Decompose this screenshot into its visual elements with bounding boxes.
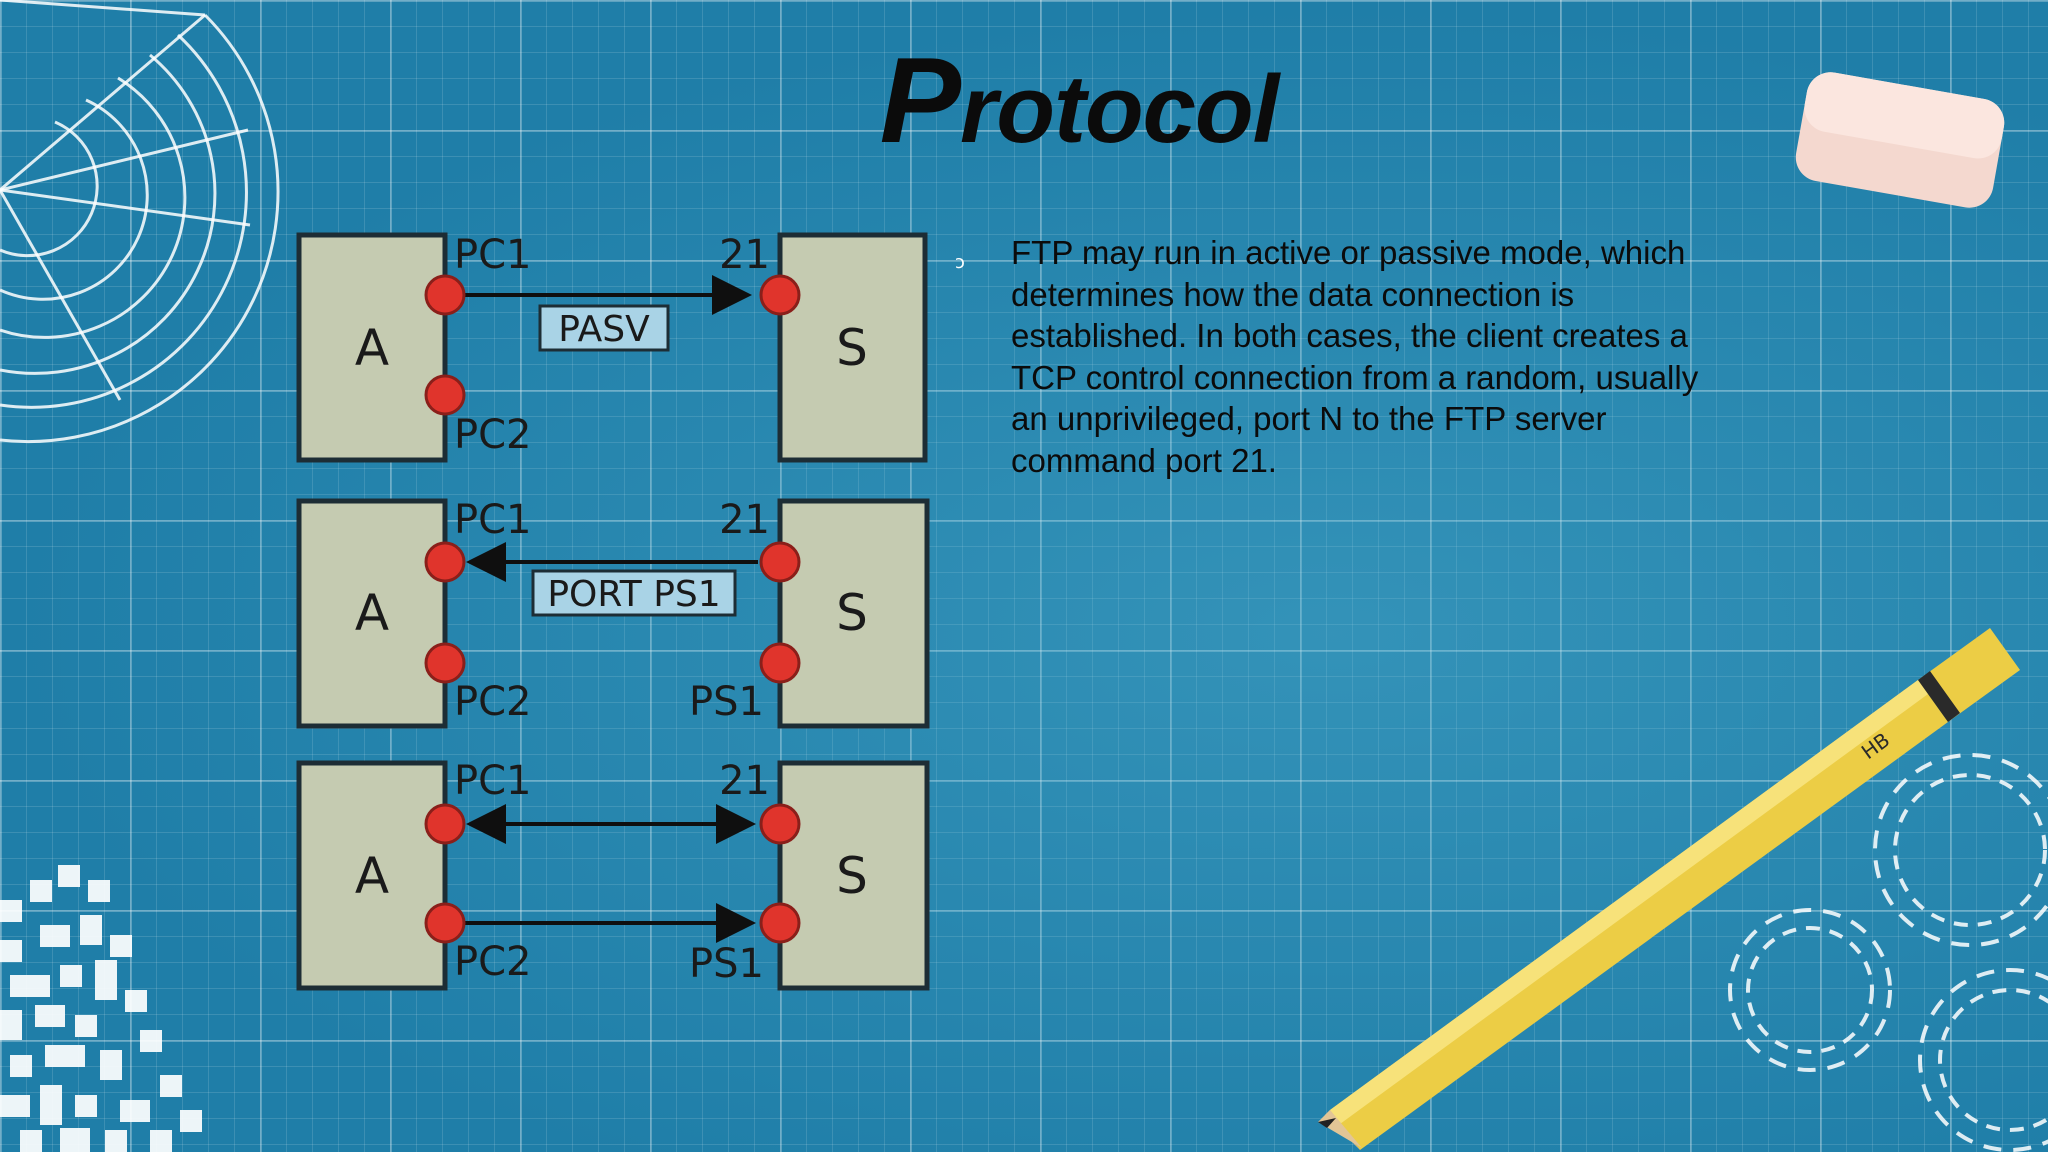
diagram-panel-passive: A S PC1 PC2 21 PASV — [296, 232, 928, 463]
port-21 — [759, 803, 801, 845]
server-box — [777, 232, 928, 463]
port-label-21: 21 — [719, 497, 770, 543]
server-box — [777, 498, 930, 729]
port-label-pc1: PC1 — [454, 232, 532, 278]
server-label: S — [836, 319, 868, 377]
title-initial: P — [879, 32, 961, 168]
port-label-pc2: PC2 — [454, 939, 532, 985]
port-pc1 — [424, 541, 466, 583]
command-label: PASV — [558, 309, 650, 350]
port-label-ps1: PS1 — [689, 941, 764, 987]
bullet-marker: ↄ — [955, 252, 965, 273]
command-label-box — [538, 304, 670, 352]
port-ps1 — [759, 902, 801, 944]
port-label-pc2: PC2 — [454, 412, 532, 458]
port-21 — [759, 274, 801, 316]
port-pc1 — [424, 274, 466, 316]
port-label-21: 21 — [719, 758, 770, 804]
port-ps1 — [759, 642, 801, 684]
client-label: A — [355, 319, 389, 377]
bullet-item: ↄ FTP may run in active or passive mode,… — [955, 232, 1735, 481]
client-box — [296, 498, 448, 729]
command-label-box — [531, 569, 737, 617]
gear-decoration — [1728, 753, 2048, 1152]
port-pc1 — [424, 803, 466, 845]
port-pc2 — [424, 902, 466, 944]
port-label-pc2: PC2 — [454, 679, 532, 725]
port-label-ps1: PS1 — [689, 679, 764, 725]
command-label: PORT PS1 — [547, 574, 720, 615]
protractor-decoration — [0, 0, 280, 444]
client-label: A — [355, 847, 389, 905]
port-21 — [759, 541, 801, 583]
eraser-decoration — [1795, 72, 2005, 208]
diagram-panel-active: A S PC1 PC2 21 PS1 PORT PS1 — [296, 497, 930, 729]
server-label: S — [836, 584, 868, 642]
client-box — [296, 232, 448, 463]
port-label-pc1: PC1 — [454, 758, 532, 804]
server-box — [777, 760, 930, 991]
port-label-pc1: PC1 — [454, 497, 532, 543]
slide-title: Protocol — [0, 30, 2048, 170]
diagram-panel-data: A S PC1 PC2 21 PS1 — [296, 758, 930, 991]
server-label: S — [836, 847, 868, 905]
client-label: A — [355, 584, 389, 642]
title-rest: rotocol — [960, 56, 1279, 163]
qr-pattern-decoration — [0, 865, 202, 1152]
port-pc2 — [424, 642, 466, 684]
port-pc2 — [424, 374, 466, 416]
port-label-21: 21 — [719, 232, 770, 278]
bullet-text: FTP may run in active or passive mode, w… — [1011, 234, 1699, 479]
pencil-decoration — [1318, 628, 2020, 1150]
client-box — [296, 760, 448, 991]
